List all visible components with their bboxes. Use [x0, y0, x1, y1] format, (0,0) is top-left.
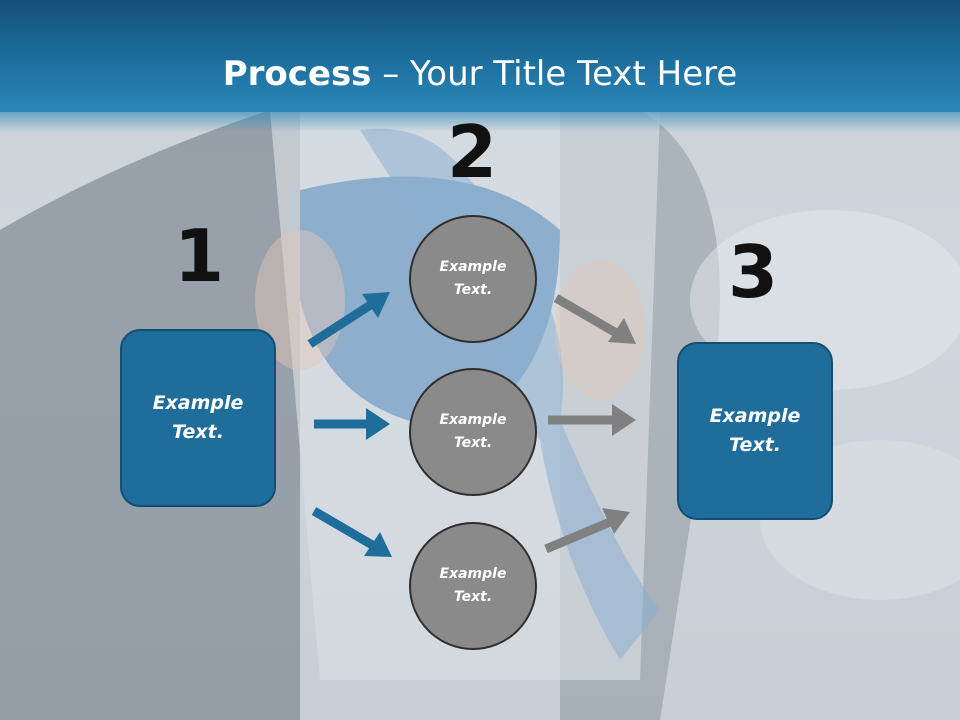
header-fade [0, 104, 960, 132]
step-number-1: 1 [173, 214, 225, 298]
arrow-circle-1-to-3 [553, 294, 636, 344]
step-number-2: 2 [446, 110, 498, 194]
circle-3: Example Text. [409, 522, 537, 650]
step1-box: Example Text. [120, 329, 276, 507]
title-bold: Process [222, 54, 372, 94]
arrow-1-to-circle-3 [311, 507, 392, 557]
circle-3-text: Example Text. [439, 566, 507, 605]
step-number-3: 3 [727, 230, 779, 314]
circle-1: Example Text. [409, 215, 537, 343]
step3-box: Example Text. [677, 342, 833, 520]
arrow-1-to-circle-1 [307, 292, 390, 348]
circle-2: Example Text. [409, 368, 537, 496]
step1-text: Example Text. [152, 392, 244, 443]
circle-1-text: Example Text. [439, 259, 507, 298]
header-bar [0, 0, 960, 112]
slide-title: Process – Your Title Text Here [0, 52, 960, 96]
circle-2-text: Example Text. [439, 412, 507, 451]
arrow-circle-3-to-3 [544, 508, 630, 554]
step3-text: Example Text. [709, 405, 801, 456]
arrow-circle-2-to-3 [548, 404, 636, 436]
title-rest: – Your Title Text Here [371, 54, 738, 94]
arrow-1-to-circle-2 [314, 408, 390, 440]
